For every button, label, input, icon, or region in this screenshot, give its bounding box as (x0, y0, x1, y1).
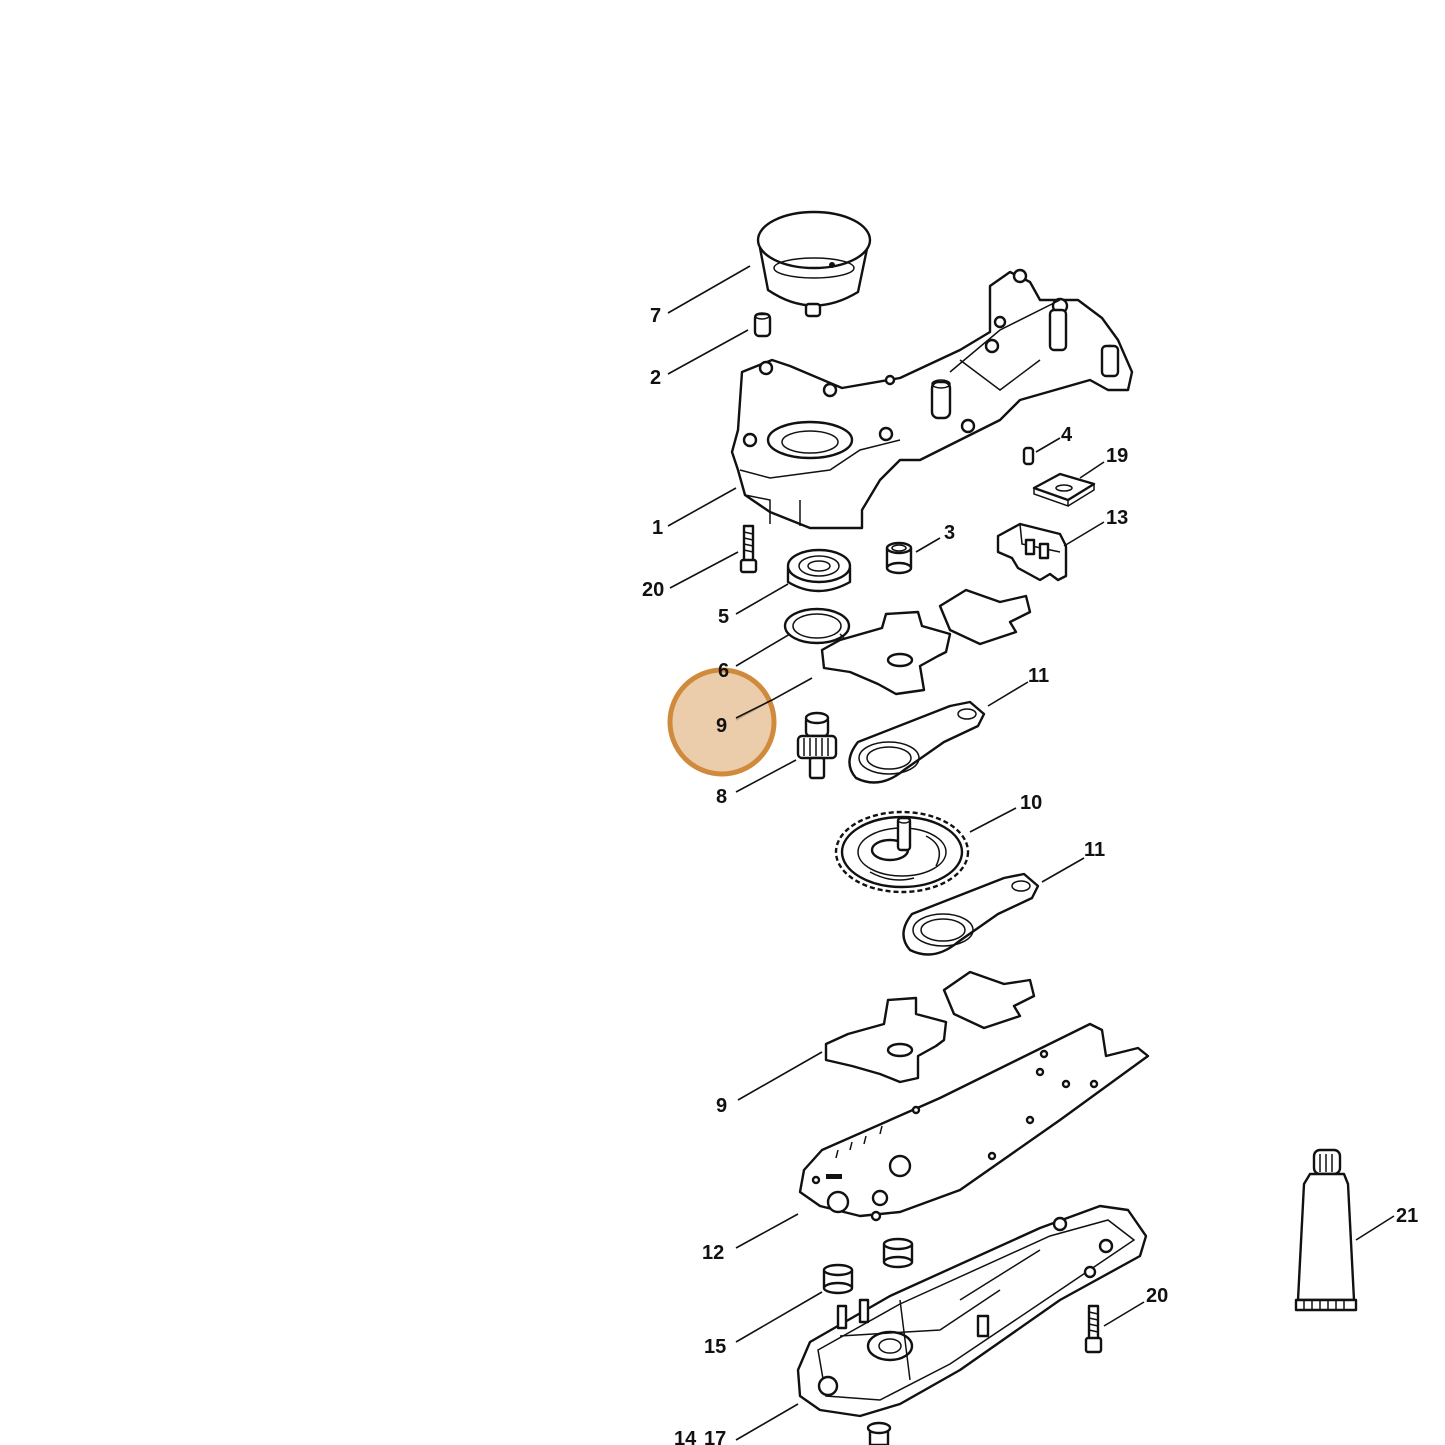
part-labels: 7 2 1 4 19 13 3 20 5 6 9 11 8 10 11 9 12… (642, 305, 1418, 1445)
label-10: 10 (1020, 792, 1042, 814)
leader-lines (667, 265, 1395, 1441)
part-12-cover-plate (798, 1022, 1150, 1222)
label-19: 19 (1106, 445, 1128, 467)
part-9-shim-bottom (824, 970, 1036, 1084)
part-14-gear-cover (796, 1204, 1148, 1445)
part-19-plate (1032, 472, 1096, 508)
label-3: 3 (944, 522, 955, 544)
label-14: 14 (674, 1428, 697, 1445)
part-4-dowel (1022, 446, 1035, 466)
part-2-pin (753, 312, 772, 338)
label-21: 21 (1396, 1205, 1418, 1227)
label-1: 1 (652, 517, 663, 539)
label-13: 13 (1106, 507, 1128, 529)
part-20-screw-top (739, 524, 758, 574)
part-11-conrod-bottom (902, 872, 1040, 956)
label-12: 12 (702, 1242, 724, 1264)
label-2: 2 (650, 367, 661, 389)
label-4: 4 (1061, 424, 1073, 446)
part-7-drum (756, 210, 872, 318)
highlight-circle (667, 667, 777, 777)
part-21-grease-tube (1294, 1148, 1358, 1312)
part-11-conrod-top (848, 700, 986, 784)
part-20-screw-bottom (1084, 1304, 1103, 1354)
label-5: 5 (718, 606, 729, 628)
part-3-needle-bearing (885, 541, 913, 575)
label-9-bottom: 9 (716, 1095, 727, 1117)
label-20-top: 20 (642, 579, 664, 601)
label-6: 6 (718, 660, 729, 682)
part-10-gear-wheel (834, 810, 970, 894)
label-11-bottom: 11 (1084, 839, 1105, 861)
part-13-connector (996, 522, 1068, 582)
part-8-pinion (796, 711, 838, 780)
label-17: 17 (704, 1428, 726, 1445)
part-6-circlip (783, 607, 851, 645)
label-15: 15 (704, 1336, 726, 1358)
part-9-shim-top (820, 588, 1032, 696)
label-7: 7 (650, 305, 661, 327)
part-15-bearing (822, 1237, 914, 1295)
part-1-gear-housing (730, 268, 1134, 530)
part-5-ball-bearing (786, 548, 852, 593)
label-9-highlighted: 9 (716, 715, 727, 737)
label-11-top: 11 (1028, 665, 1049, 687)
label-8: 8 (716, 786, 727, 808)
label-20-bottom: 20 (1146, 1285, 1168, 1307)
